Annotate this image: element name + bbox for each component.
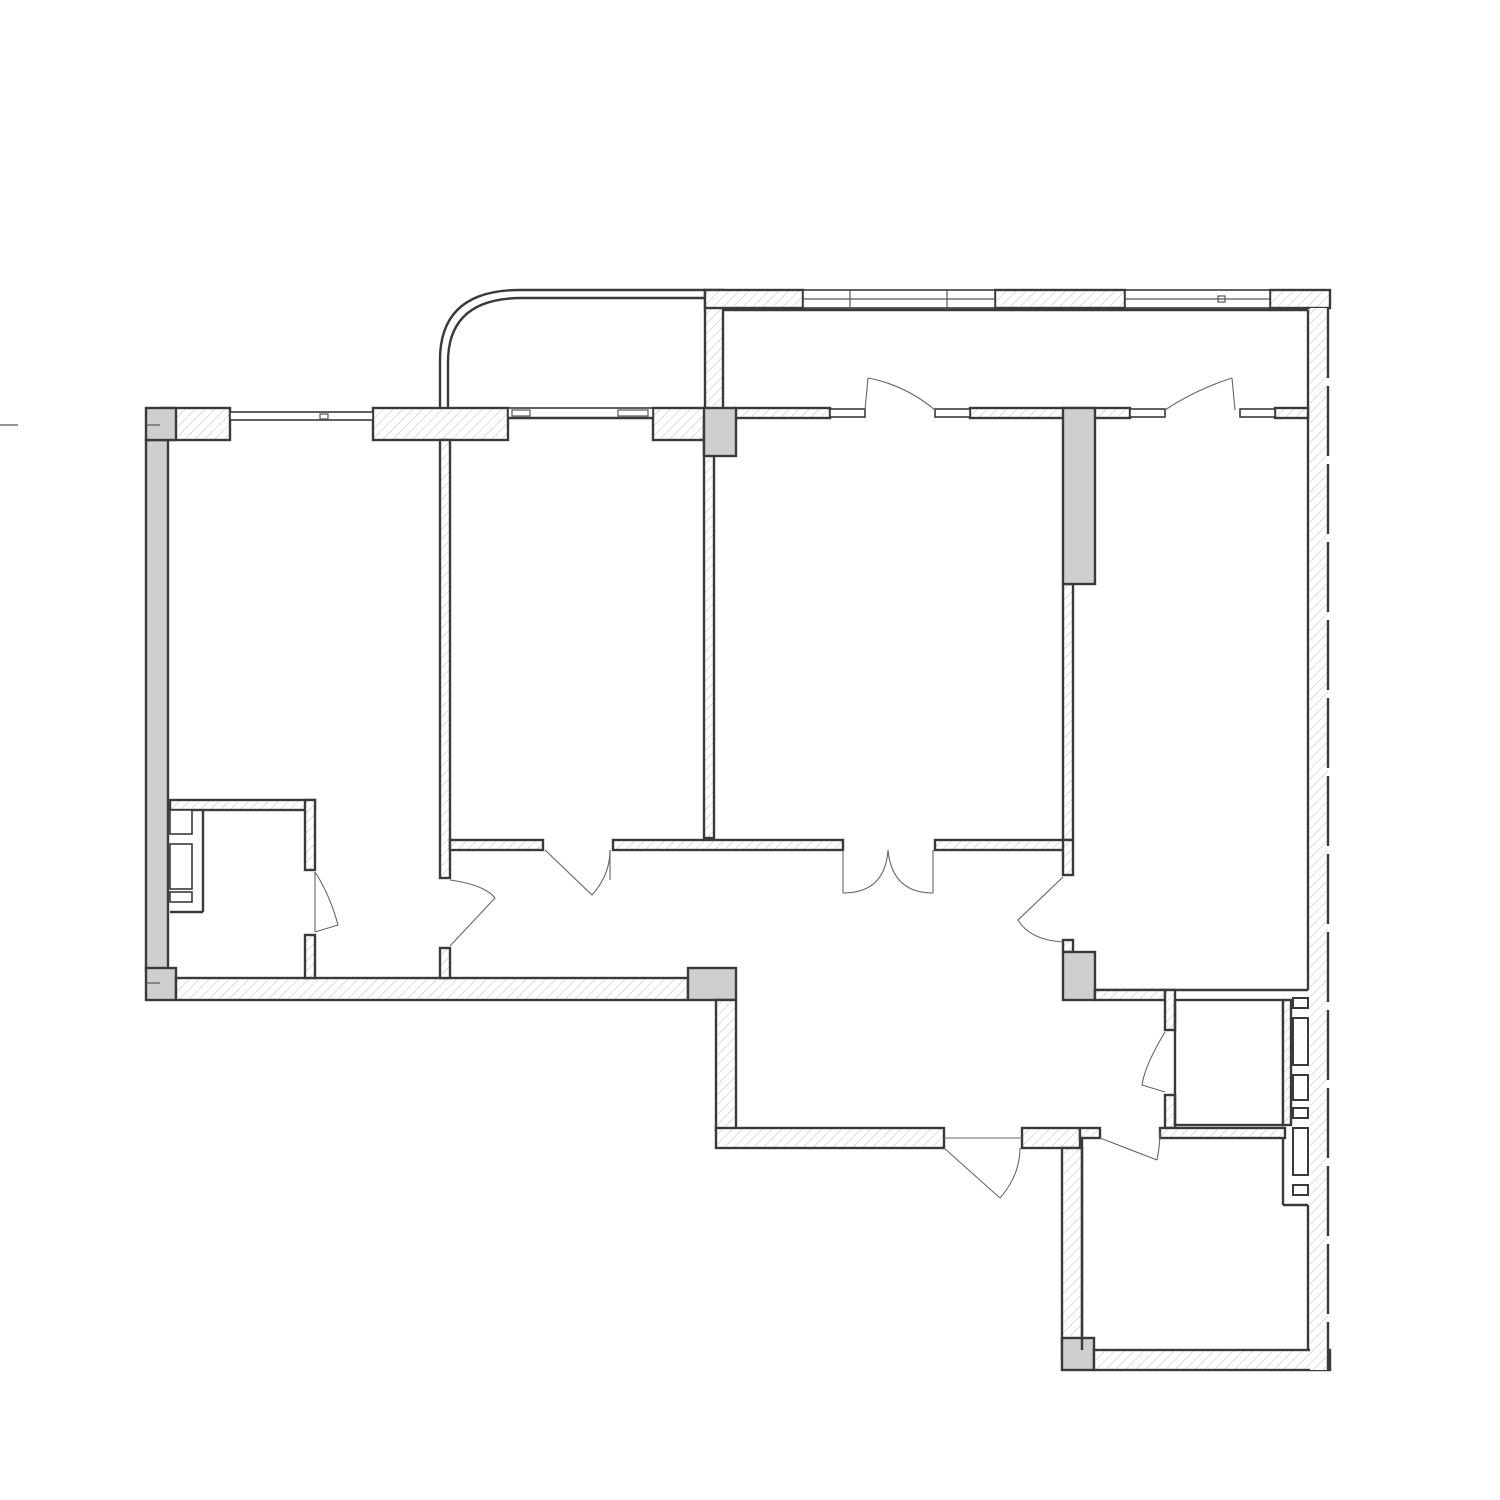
bottom-wall-left (174, 966, 738, 1002)
loggia-door-left (864, 377, 936, 411)
door-storage (314, 871, 339, 933)
door-entrance (943, 1137, 1022, 1199)
loggia-window-right (1124, 289, 1271, 309)
bathroom-block (1080, 998, 1310, 1350)
balcony-rounded (438, 288, 705, 408)
left-wall (144, 406, 178, 1002)
door-room-1 (449, 879, 496, 947)
loggia-door-right (1164, 377, 1236, 411)
door-room-2 (544, 849, 611, 896)
loggia-window-left (802, 289, 996, 309)
loggia-top (703, 288, 1332, 420)
window-room-2 (507, 407, 654, 419)
door-wc (1099, 1131, 1161, 1161)
window-room-1 (229, 411, 374, 421)
ventilation-shafts (1292, 997, 1309, 1196)
door-room-4 (1017, 876, 1064, 943)
storage-closet (168, 798, 317, 980)
partition-walls (438, 406, 1310, 1002)
door-room-3-double (842, 849, 934, 894)
hall-walls (714, 988, 1332, 1372)
right-wall-strip (1310, 308, 1330, 1370)
door-bathroom (1141, 1031, 1166, 1093)
